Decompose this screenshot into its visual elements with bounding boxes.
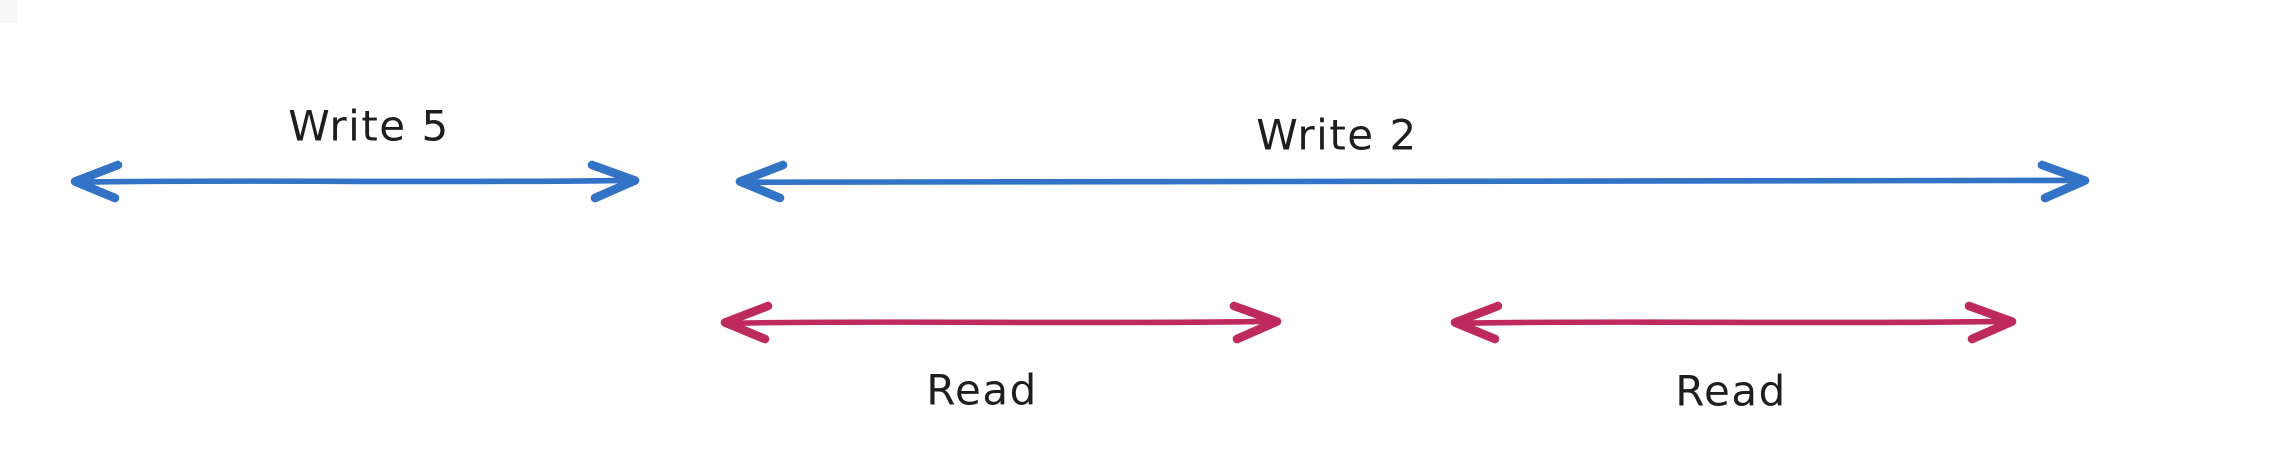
canvas-corner-artifact	[0, 0, 17, 23]
write-5-span-arrow	[70, 160, 640, 203]
write-5-span-arrow-left-head	[70, 160, 123, 203]
read-2-span-arrow	[1450, 301, 2017, 344]
write-5-label: Write 5	[288, 101, 450, 151]
read-2-span-arrow-right-head	[1964, 301, 2017, 344]
read-2-label: Read	[1675, 366, 1787, 416]
write-5-span-arrow-right-head	[587, 160, 640, 203]
write-2-span-arrow-right-head	[2037, 160, 2090, 203]
read-1-span-arrow-left-head	[720, 301, 773, 344]
write-2-span-arrow	[735, 160, 2090, 203]
write-2-span-arrow-left-head	[735, 160, 788, 203]
write-2-label: Write 2	[1256, 110, 1418, 160]
read-1-span-arrow	[720, 301, 1282, 344]
read-1-label: Read	[926, 365, 1038, 415]
read-2-span-arrow-left-head	[1450, 301, 1503, 344]
read-1-span-arrow-right-head	[1229, 301, 1282, 344]
